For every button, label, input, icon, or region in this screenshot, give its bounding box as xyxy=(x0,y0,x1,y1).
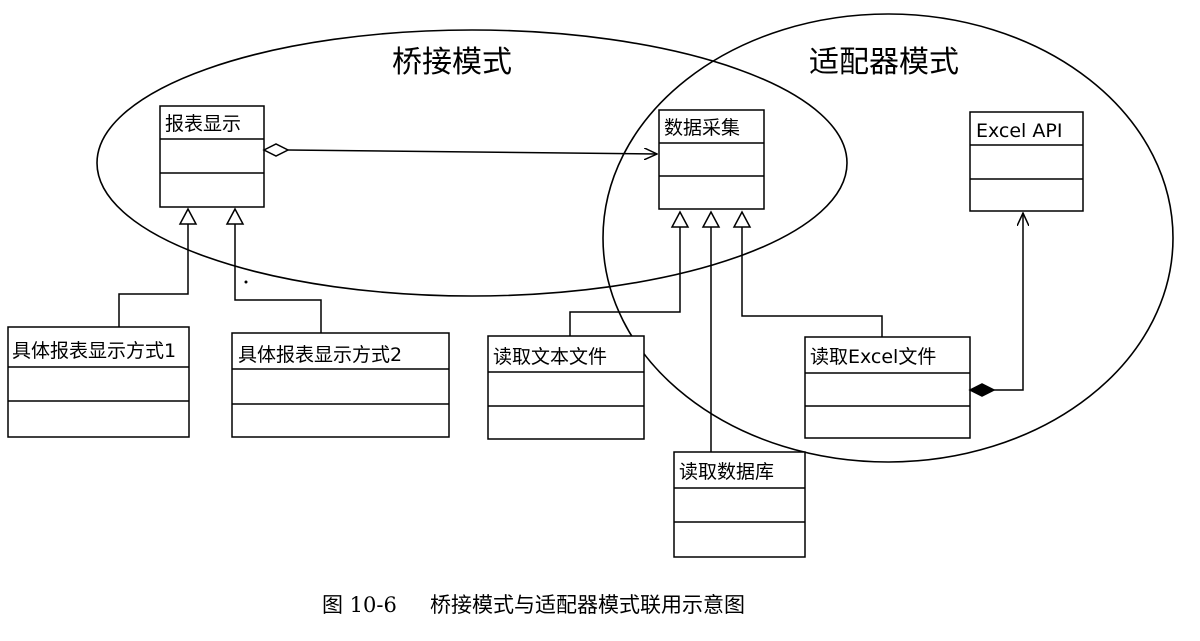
adapter-pattern-title: 适配器模式 xyxy=(809,45,959,80)
class-name: 数据采集 xyxy=(664,117,740,139)
bridge-pattern-region xyxy=(96,29,848,297)
class-excel-api: Excel API xyxy=(969,111,1084,212)
class-read-text-file: 读取文本文件 xyxy=(487,335,645,440)
class-name: 报表显示 xyxy=(165,113,241,135)
class-name: 具体报表显示方式1 xyxy=(12,340,176,362)
class-read-excel-file: 读取Excel文件 xyxy=(804,336,971,439)
inheritance-triangle xyxy=(701,210,721,228)
class-name: Excel API xyxy=(976,120,1062,142)
class-read-database: 读取数据库 xyxy=(673,451,806,558)
class-name: 读取文本文件 xyxy=(493,346,607,368)
composition-diamond xyxy=(968,383,996,397)
class-concrete-display-1: 具体报表显示方式1 xyxy=(7,326,190,438)
inheritance-triangle xyxy=(670,210,690,228)
composition-connector xyxy=(968,213,1023,397)
scan-dot xyxy=(244,280,248,284)
aggregation-diamond xyxy=(262,143,290,157)
figure-number: 图 10-6 xyxy=(322,593,397,617)
inheritance-triangle xyxy=(225,207,245,225)
class-data-collection: 数据采集 xyxy=(658,109,765,210)
class-report-display: 报表显示 xyxy=(159,105,265,208)
generalization-connector-read-text xyxy=(569,210,690,336)
class-name: 具体报表显示方式2 xyxy=(238,344,402,366)
generalization-connector-display-1 xyxy=(118,207,198,327)
class-name: 读取Excel文件 xyxy=(810,346,936,368)
aggregation-connector xyxy=(262,143,657,157)
figure-caption: 桥接模式与适配器模式联用示意图 xyxy=(430,593,745,617)
adapter-pattern-region xyxy=(602,13,1174,463)
class-concrete-display-2: 具体报表显示方式2 xyxy=(231,332,450,438)
bridge-pattern-title: 桥接模式 xyxy=(392,45,512,80)
generalization-connector-read-excel xyxy=(732,210,883,337)
inheritance-triangle xyxy=(732,210,752,228)
inheritance-triangle xyxy=(178,207,198,225)
generalization-connector-display-2 xyxy=(225,207,322,333)
generalization-connector-read-database xyxy=(701,210,721,452)
class-name: 读取数据库 xyxy=(679,461,774,483)
